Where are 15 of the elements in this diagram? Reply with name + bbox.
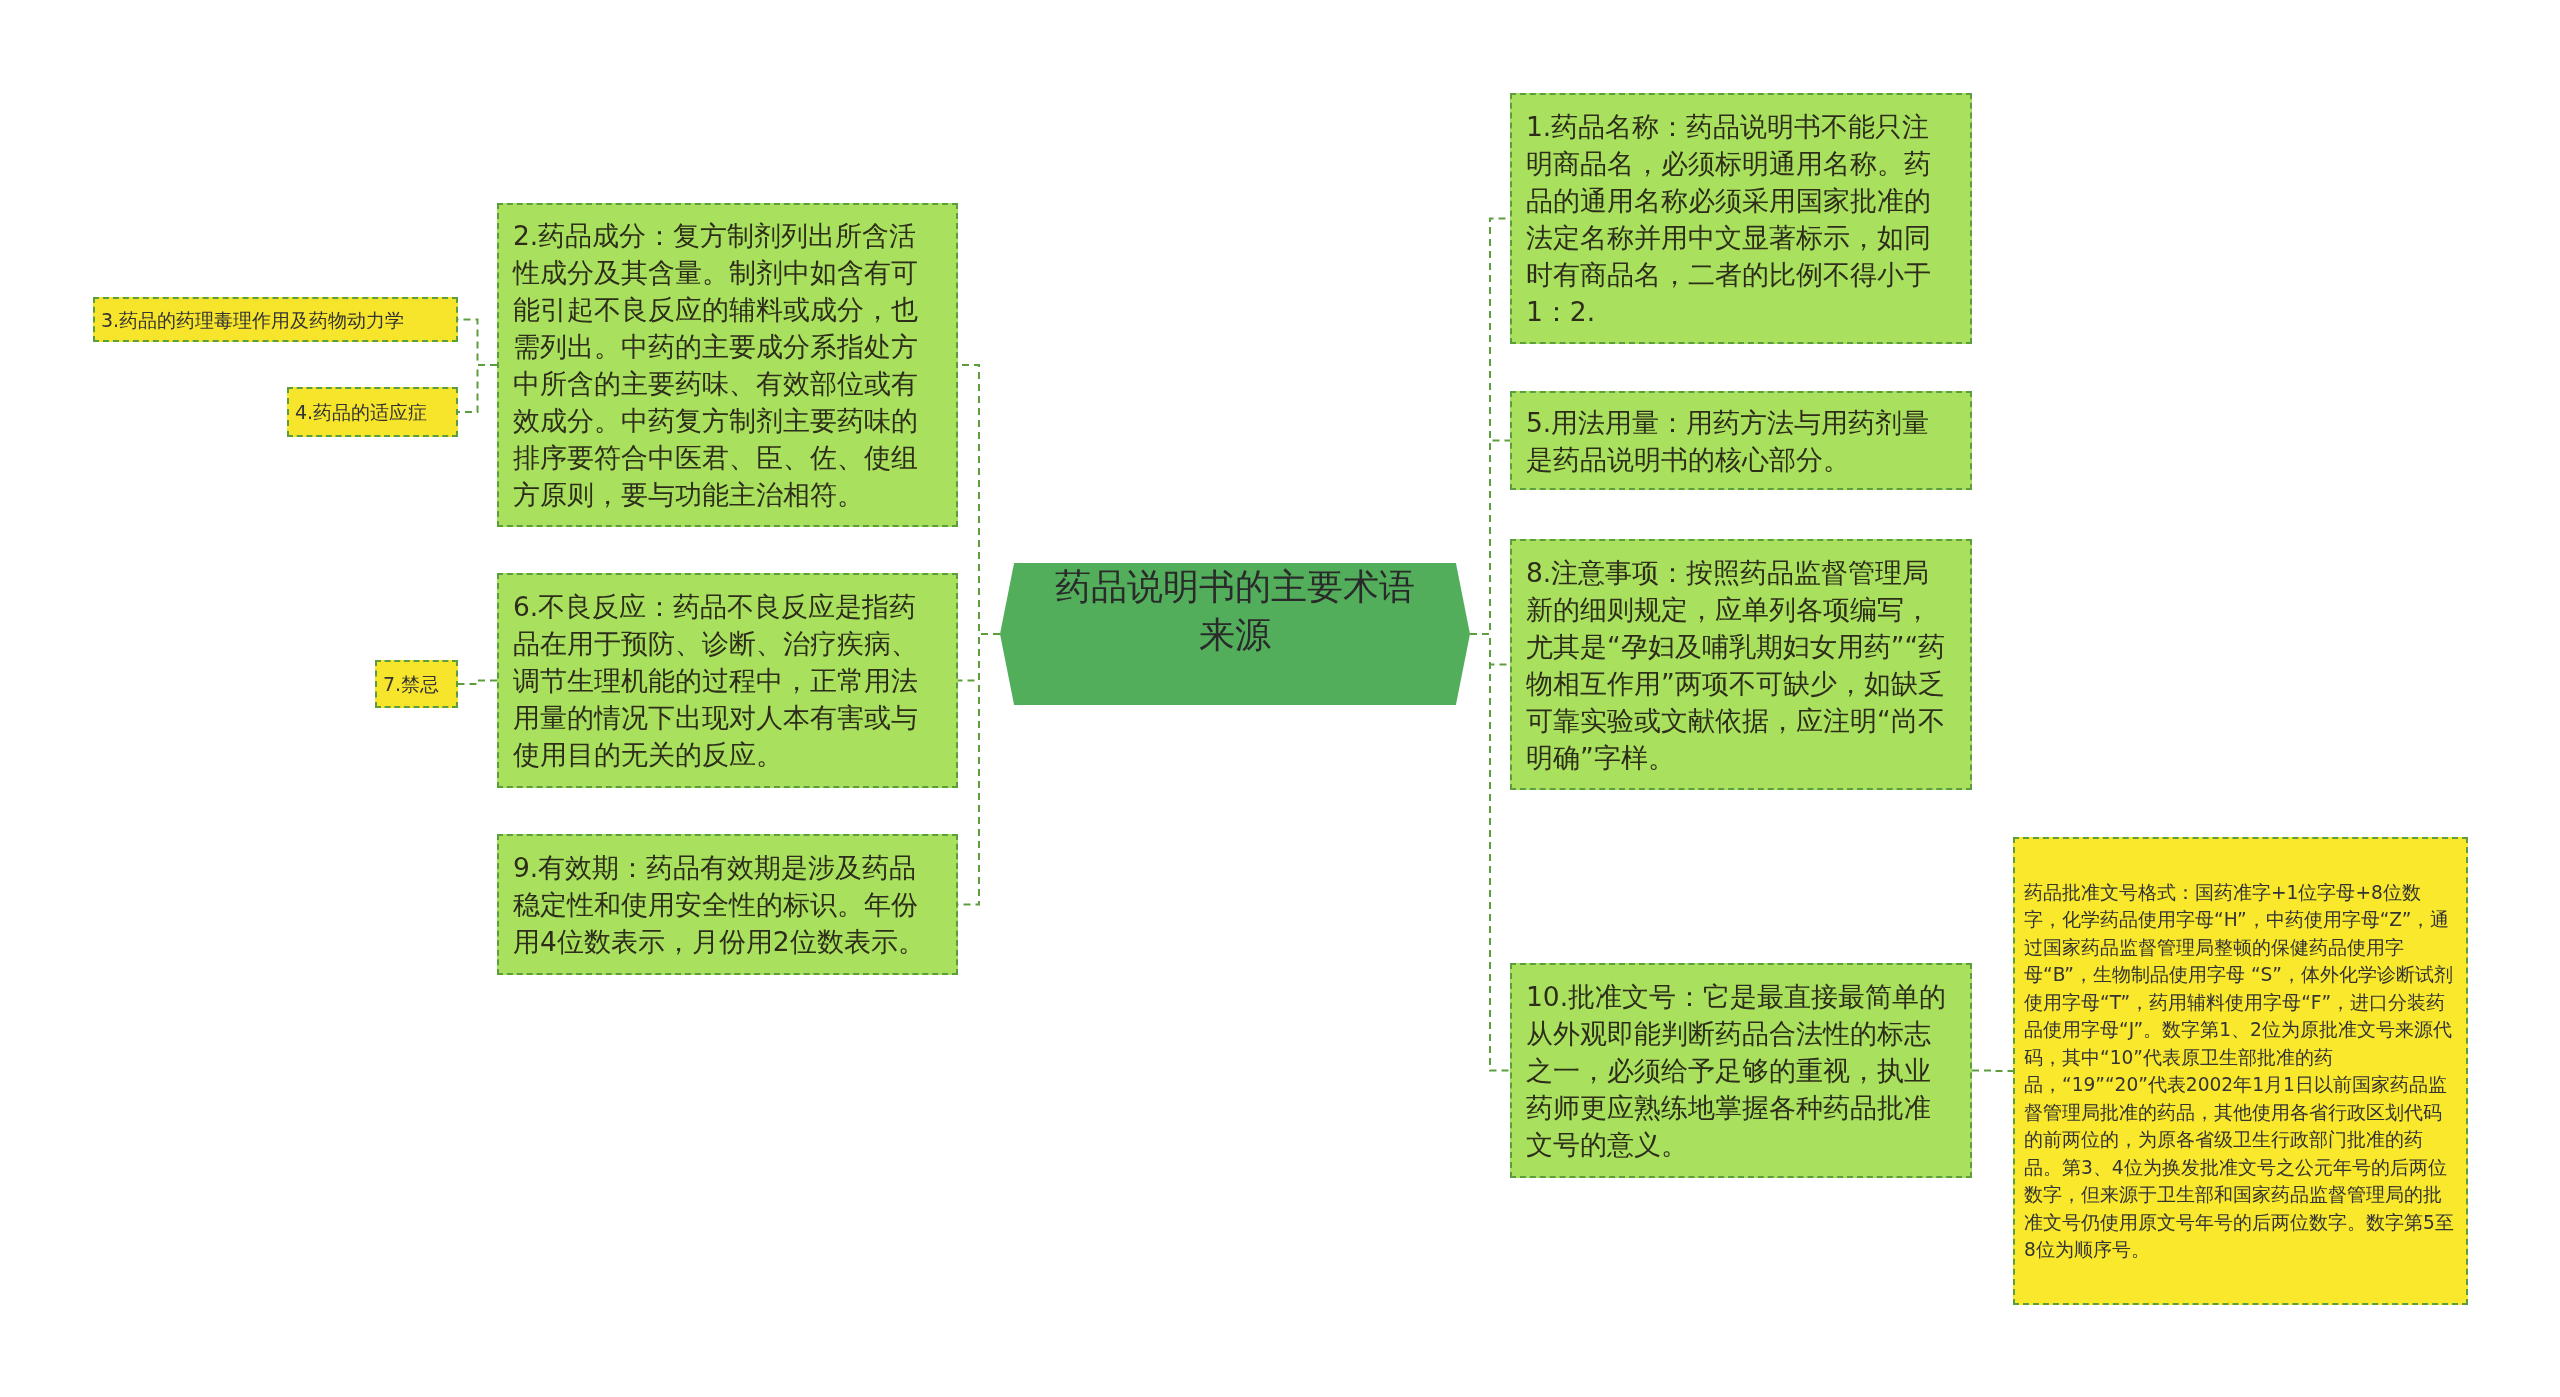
topic-box: 5.用法用量：用药方法与用药剂量是药品说明书的核心部分。	[1510, 391, 1972, 490]
connector-line	[457, 364, 498, 413]
topic-box: 6.不良反应：药品不良反应是指药品在用于预防、诊断、治疗疾病、调节生理机能的过程中，正常用法用量的情况下出现对人本有害或与使用目的无关的反应。	[497, 573, 958, 788]
subtopic-box: 7.禁忌	[375, 660, 458, 708]
note-box: 药品批准文号格式：国药准字+1位字母+8位数字，化学药品使用字母“H”，中药使用字母“Z”，通过国家药品监督管理局整顿的保健药品使用字母“B”，生物制品使用字母 “S”，体外化学诊断试剂使用字母“T”，药用辅料使用字母“F”，进口分装药品使用字母“J”。数字第1、2位为原批准文号来源代码，其中“10”代表原卫生部批准的药品，“19”“20”代表2002年1月1日以前国家药品监督管理局批准的药品，其他使用各省行政区划代码的前两位的，为原各省级卫生行政部门批准的药品。第3、4位为换发批准文号之公元年号的后两位数字，但来源于卫生部和国家药品监督管理局的批准文号仍使用原文号年号的后两位数字。数字第5至8位为顺序号。	[2013, 837, 2468, 1305]
topic-box: 1.药品名称：药品说明书不能只注明商品名，必须标明通用名称。药品的通用名称必须采用国家批准的法定名称并用中文显著标示，如同时有商品名，二者的比例不得小于1：2.	[1510, 93, 1972, 344]
central-topic: 药品说明书的主要术语来源	[1000, 563, 1470, 705]
connector-line	[457, 679, 498, 685]
subtopic-box: 4.药品的适应症	[287, 387, 458, 437]
connector-line	[1971, 1069, 2014, 1072]
topic-box: 9.有效期：药品有效期是涉及药品稳定性和使用安全性的标识。年份用4位数表示，月份用2位数表示。	[497, 834, 958, 975]
subtopic-box: 3.药品的药理毒理作用及药物动力学	[93, 297, 458, 342]
topic-box: 8.注意事项：按照药品监督管理局新的细则规定，应单列各项编写，尤其是“孕妇及哺乳期妇女用药”“药物相互作用”两项不可缺少，如缺乏可靠实验或文献依据，应注明“尚不明确”字样。	[1510, 539, 1972, 790]
topic-box: 2.药品成分：复方制剂列出所含活性成分及其含量。制剂中如含有可能引起不良反应的辅料或成分，也需列出。中药的主要成分系指处方中所含的主要药味、有效部位或有效成分。中药复方制剂主要药味的排序要符合中医君、臣、佐、使组方原则，要与功能主治相符。	[497, 203, 958, 527]
topic-box: 10.批准文号：它是最直接最简单的从外观即能判断药品合法性的标志之一，必须给予足够的重视，执业药师更应熟练地掌握各种药品批准文号的意义。	[1510, 963, 1972, 1178]
